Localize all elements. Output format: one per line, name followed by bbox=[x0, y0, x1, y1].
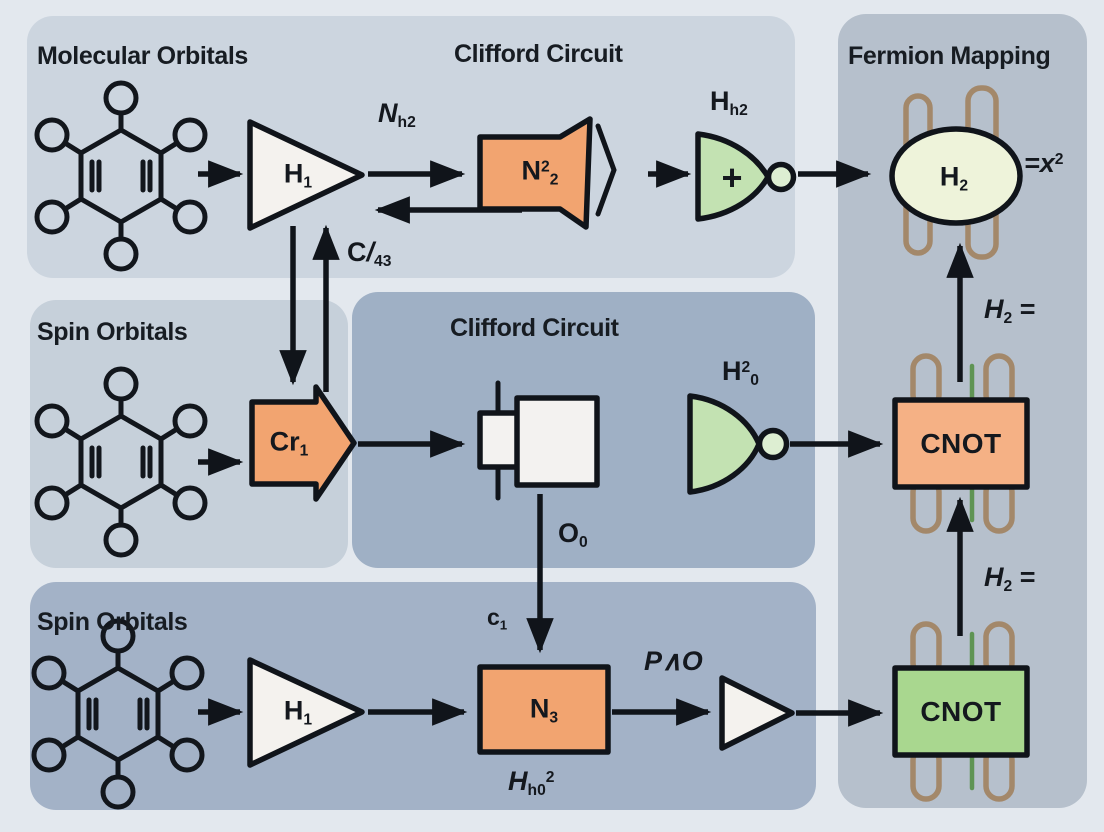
block-n3 bbox=[477, 664, 611, 755]
buffer-gate-h1-top bbox=[247, 119, 365, 231]
label-h-h0-squared: Hh02 bbox=[508, 766, 555, 799]
label-h-h2-gate: Hh2 bbox=[710, 86, 748, 119]
chevron-bracket-icon bbox=[595, 123, 617, 217]
label-cnot-top: CNOT bbox=[920, 428, 1002, 459]
gate-bubble-icon bbox=[756, 427, 790, 461]
register-rect-back bbox=[514, 395, 600, 488]
label-c1-wire: c1 bbox=[487, 604, 508, 633]
heading-clifford-circuit-mid: Clifford Circuit bbox=[450, 314, 619, 342]
label-h2-state: H2 bbox=[939, 161, 969, 195]
buffer-gate-h1-bottom bbox=[247, 657, 365, 768]
label-h2-eq-lower: H2 = bbox=[984, 562, 1036, 595]
label-h1-bottom: H1 bbox=[283, 695, 313, 729]
heading-clifford-circuit-top: Clifford Circuit bbox=[454, 40, 623, 68]
label-n22: N22 bbox=[521, 155, 559, 189]
heading-molecular-orbitals: Molecular Orbitals bbox=[37, 42, 248, 70]
label-h2-eq-upper: H2 = bbox=[984, 294, 1036, 327]
panel-spin-orbitals-bottom bbox=[30, 582, 816, 810]
label-h2-0-gate: H20 bbox=[722, 356, 759, 389]
gate-bubble-icon bbox=[765, 161, 797, 193]
label-n3: N3 bbox=[529, 693, 559, 727]
label-c-slash-43: C/43 bbox=[347, 237, 392, 270]
buffer-gate-output bbox=[719, 675, 795, 751]
heading-spin-orbitals-bottom: Spin Orbitals bbox=[37, 608, 188, 636]
block-arrow-cr1 bbox=[249, 384, 357, 502]
state-ellipse-h2 bbox=[889, 126, 1023, 226]
panel-top bbox=[27, 16, 795, 278]
label-p-and-o-wire: P∧O bbox=[644, 646, 703, 676]
heading-spin-orbitals-mid: Spin Orbitals bbox=[37, 318, 188, 346]
cnot-box-top bbox=[892, 397, 1030, 490]
label-n-h2-wire: Nh2 bbox=[378, 98, 416, 131]
heading-fermion-mapping: Fermion Mapping bbox=[848, 42, 1051, 70]
label-h1-top: H1 bbox=[283, 158, 313, 192]
label-cnot-bottom: CNOT bbox=[920, 696, 1002, 727]
label-o0-wire: O0 bbox=[558, 518, 588, 551]
label-eq-x-squared: =x2 bbox=[1024, 148, 1064, 178]
label-plus-gate: + bbox=[721, 157, 743, 198]
label-cr1: Cr1 bbox=[269, 426, 309, 460]
block-n22 bbox=[477, 116, 593, 230]
cnot-box-bottom bbox=[892, 665, 1030, 758]
